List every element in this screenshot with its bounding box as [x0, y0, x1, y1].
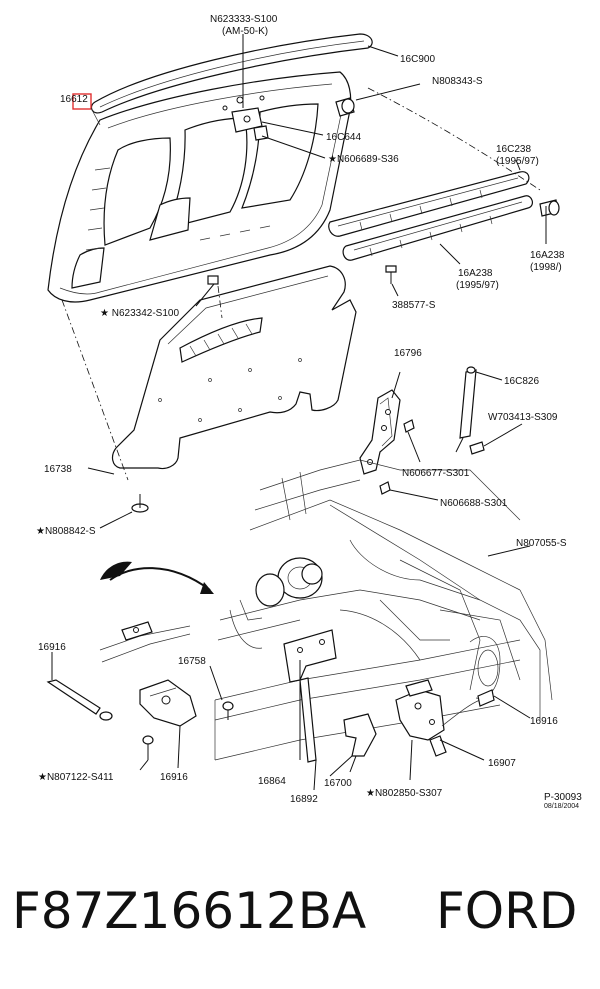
- hood-hinge: [359, 371, 401, 475]
- label-16a238: 16A238: [458, 268, 493, 279]
- hood-panel: [47, 71, 352, 303]
- label-n623342: ★ N623342-S100: [100, 308, 179, 319]
- label-16916-handle: 16916: [160, 772, 188, 783]
- label-16864: 16864: [258, 776, 286, 787]
- hinge-bolts: [379, 419, 439, 501]
- label-16612: 16612: [60, 94, 88, 105]
- label-16a238-year: (1995/97): [456, 280, 499, 291]
- label-1998: (1998/): [530, 262, 562, 273]
- cowl-shield-lower: [342, 195, 534, 261]
- cable-routing: [339, 539, 481, 661]
- label-16c644: 16C644: [326, 132, 361, 143]
- hood-insulator: [111, 265, 357, 470]
- label-n808343: N808343-S: [432, 76, 483, 87]
- hood-striker-bracket: [231, 34, 326, 159]
- label-n606688: N606688-S301: [440, 498, 508, 509]
- label-16700: 16700: [324, 778, 352, 789]
- label-16758: 16758: [178, 656, 206, 667]
- brand-name: FORD: [436, 882, 578, 940]
- part-caption: F87Z16612BA FORD: [12, 882, 592, 952]
- highlight-box: [72, 93, 92, 110]
- label-n623333: N623333-S100: [210, 14, 278, 25]
- label-n606677: N606677-S301: [402, 468, 470, 479]
- label-n808842: ★N808842-S: [36, 526, 96, 537]
- label-16c238: 16C238: [496, 144, 531, 155]
- label-16c238-year: (1995/97): [496, 156, 539, 167]
- label-n606689: ★N606689-S36: [328, 154, 399, 165]
- label-am50k: (AM-50-K): [222, 26, 268, 37]
- cowl-shield-upper: [328, 171, 530, 237]
- label-388577: 388577-S: [392, 300, 436, 311]
- label-16892: 16892: [290, 794, 318, 805]
- label-n807055: N807055-S: [516, 538, 567, 549]
- callout-labels: N623333-S100 (AM-50-K) 16C900 N808343-S …: [36, 14, 582, 810]
- view-arrow: [100, 561, 214, 594]
- bolt-16758: [209, 665, 234, 720]
- label-p30093: P-30093: [544, 792, 582, 803]
- leader-lines: [87, 45, 547, 791]
- label-16c826: 16C826: [504, 376, 539, 387]
- release-cable-end: [46, 652, 113, 721]
- hood-weatherstrip: [90, 33, 373, 114]
- latch-release-handle: [99, 621, 197, 727]
- shield-fastener: [539, 199, 560, 217]
- strut-stud: [469, 423, 523, 455]
- label-16738: 16738: [44, 464, 72, 475]
- label-16796: 16796: [394, 348, 422, 359]
- label-16916-right: 16916: [530, 716, 558, 727]
- latch-assembly: [395, 679, 485, 781]
- label-16a238-right: 16A238: [530, 250, 565, 261]
- label-n807122: ★N807122-S411: [38, 772, 114, 783]
- label-16916-left: 16916: [38, 642, 66, 653]
- hood-bumper: [335, 83, 421, 117]
- label-n802850: ★N802850-S307: [366, 788, 443, 799]
- label-16c900: 16C900: [400, 54, 435, 65]
- hood-parts-diagram: N623333-S100 (AM-50-K) 16C900 N808343-S …: [36, 14, 582, 810]
- hood-lift-strut: [455, 366, 503, 453]
- label-w703413: W703413-S309: [488, 412, 558, 423]
- safety-catch: [329, 713, 377, 777]
- insulator-retainer: [131, 494, 149, 513]
- latch-cable: [441, 689, 531, 727]
- screw-n807122: [139, 735, 154, 771]
- label-16907: 16907: [488, 758, 516, 769]
- label-date: 08/18/2004: [544, 803, 579, 810]
- pushpin-388577: [385, 265, 397, 284]
- part-number: F87Z16612BA: [12, 882, 367, 940]
